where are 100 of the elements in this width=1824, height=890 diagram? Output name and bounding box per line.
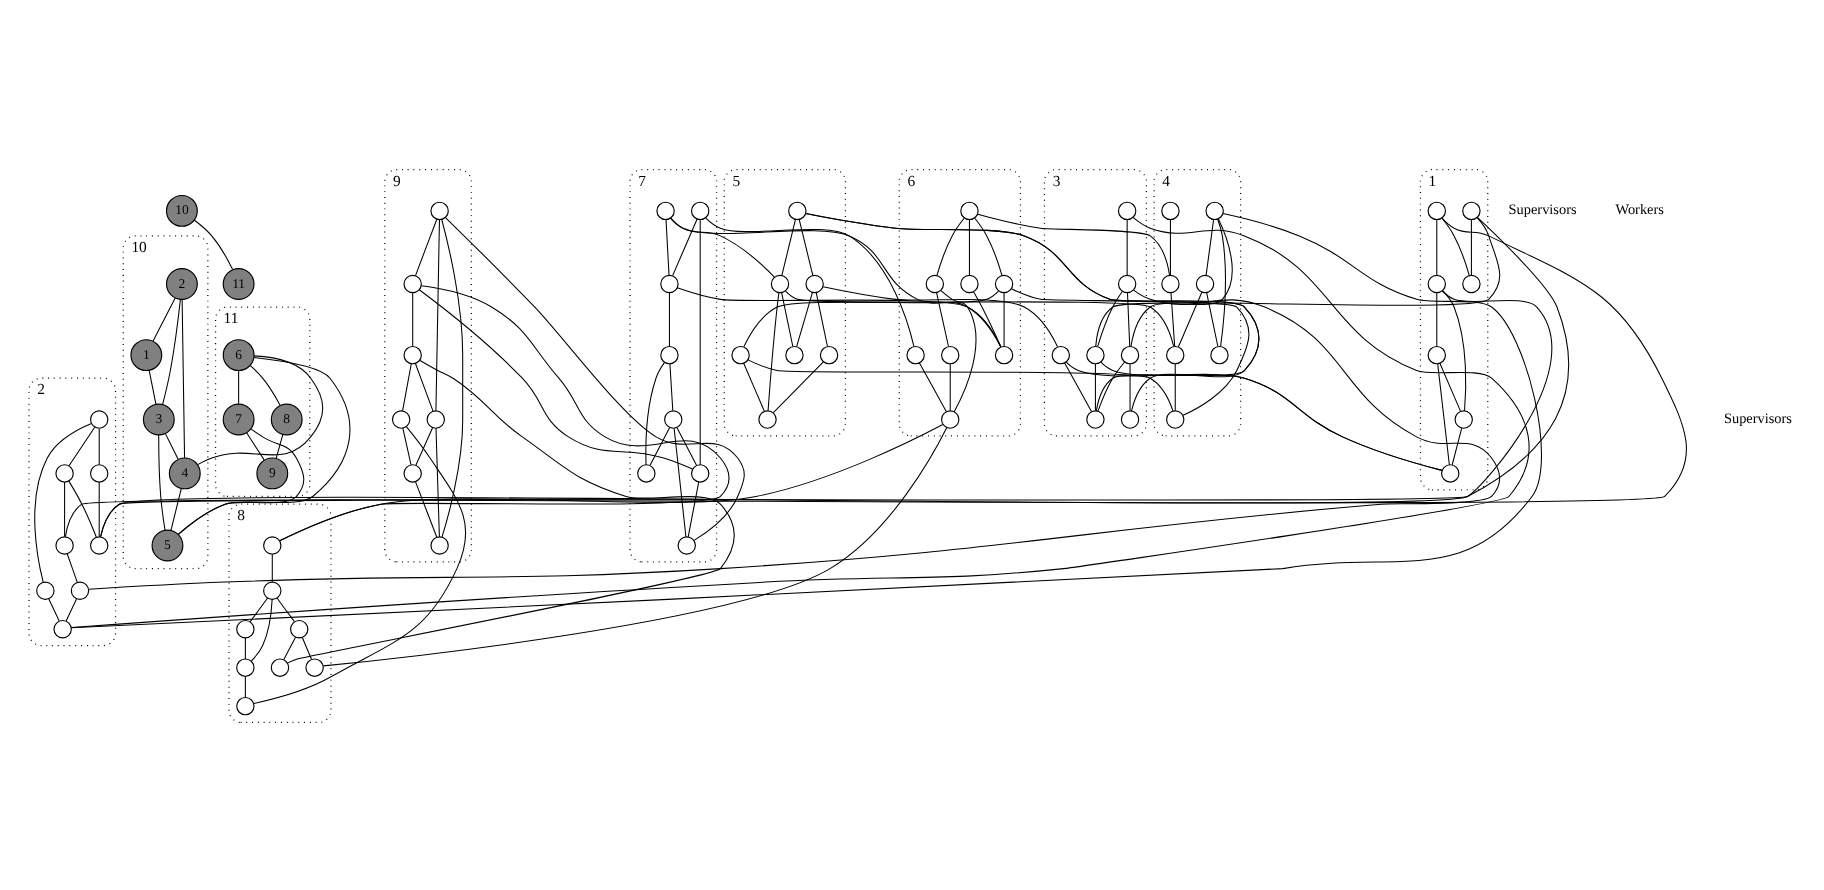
node-circle [403, 463, 422, 482]
connector [238, 369, 240, 404]
connector [283, 635, 297, 660]
cluster: 7 [629, 167, 718, 562]
connector [1470, 218, 1472, 275]
connector [781, 291, 794, 346]
connector [148, 368, 157, 404]
connector [815, 291, 828, 346]
node-circle [290, 618, 309, 638]
node-circle [1462, 273, 1481, 293]
node-circle [236, 618, 255, 638]
node-circle [1161, 273, 1180, 293]
node-circle [1117, 200, 1137, 220]
connector [414, 480, 438, 537]
node-circle [1166, 344, 1185, 364]
connector [1094, 362, 1096, 411]
connector [1206, 291, 1219, 346]
node-circle [236, 695, 255, 715]
node-circle [89, 409, 109, 428]
connector [250, 598, 273, 661]
node-circle [263, 535, 282, 554]
connector [673, 426, 687, 537]
node-circle [1441, 463, 1460, 482]
node-circle [1427, 344, 1447, 364]
connector [177, 356, 351, 534]
cluster: 9 [384, 167, 472, 562]
node-circle [1161, 200, 1180, 220]
node-circle [1117, 273, 1137, 293]
cluster: 3 [1043, 167, 1147, 436]
node-circle [690, 463, 710, 482]
connector [197, 354, 324, 465]
node-circle [1086, 344, 1105, 364]
connector [1126, 291, 1131, 346]
node-circle [89, 463, 109, 482]
connector [649, 426, 671, 465]
cluster: 6 [898, 167, 1022, 436]
connector [415, 426, 434, 465]
connector [1130, 217, 1233, 346]
connector [670, 216, 775, 277]
cluster: 1 [1419, 167, 1489, 490]
connector [181, 298, 186, 458]
node-circle [819, 344, 839, 364]
connector [414, 361, 434, 411]
connector [1437, 362, 1450, 465]
connector [676, 286, 1002, 347]
connector [1064, 361, 1092, 411]
connector [1003, 291, 1005, 346]
cluster: 4 [1153, 167, 1242, 436]
connector [670, 216, 1002, 347]
connector [1436, 218, 1438, 275]
connector [66, 552, 78, 582]
connector [1129, 362, 1131, 411]
node-circle [1205, 200, 1224, 220]
connector [1010, 287, 1250, 415]
connector [1205, 218, 1215, 275]
connector [418, 288, 693, 469]
connector [164, 432, 179, 459]
node-circle [785, 344, 804, 364]
connector [767, 291, 780, 411]
node-circle [758, 409, 777, 428]
cluster: 8 [228, 502, 332, 723]
connector [158, 433, 166, 530]
node-circle [1120, 409, 1140, 428]
connector [668, 291, 670, 346]
connector [244, 636, 246, 659]
connector [244, 674, 246, 697]
node-circle [906, 344, 925, 364]
connector [796, 291, 813, 347]
node-circle [55, 463, 74, 482]
connector [276, 596, 295, 622]
connector [1441, 216, 1470, 275]
connector [441, 217, 464, 537]
connector [1174, 362, 1176, 411]
connector [645, 361, 665, 465]
connector [414, 217, 438, 276]
connector [249, 364, 281, 405]
node-circle [994, 344, 1014, 364]
connector [1169, 218, 1171, 275]
connector [936, 216, 965, 275]
node-circle [731, 344, 750, 364]
connector [162, 298, 181, 404]
node-circle [660, 344, 679, 364]
connector [784, 289, 1175, 346]
connector [822, 285, 1059, 347]
connector [936, 291, 949, 346]
connector [445, 216, 745, 540]
node-circle [70, 580, 90, 599]
node-circle [1454, 409, 1473, 428]
node-circle [430, 535, 449, 554]
connector [1436, 291, 1438, 346]
connector [287, 358, 735, 663]
connector [275, 433, 284, 458]
connector [435, 218, 440, 411]
node-circle [1427, 273, 1447, 293]
node-circle [960, 273, 979, 293]
connector [669, 362, 674, 411]
node-circle [994, 273, 1014, 293]
node-circle [941, 344, 960, 364]
node-circle [1120, 344, 1140, 364]
connector [402, 362, 412, 411]
